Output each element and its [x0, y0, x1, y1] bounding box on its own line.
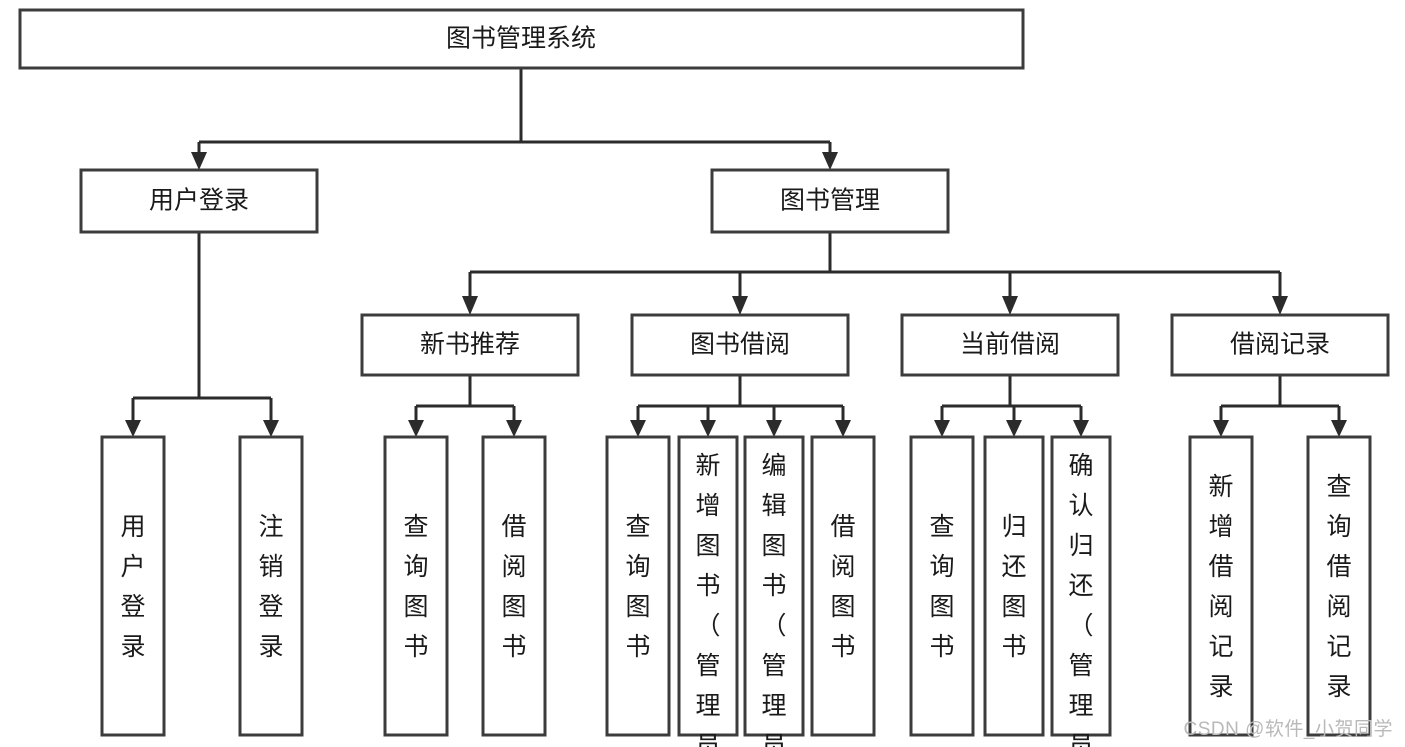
arrow-icon [732, 296, 748, 315]
leaf-node-box[interactable] [383, 435, 449, 737]
node-borrow-record-label: 借阅记录 [1230, 331, 1330, 359]
leaf-node[interactable]: 新增图书（管理员） [677, 435, 739, 747]
leaf-node[interactable]: 查询借阅记录 [1306, 435, 1372, 737]
leaf-node-box[interactable] [983, 435, 1045, 737]
node-new-book-recommend[interactable]: 新书推荐 [360, 313, 580, 377]
node-root-system[interactable]: 图书管理系统 [18, 8, 1025, 70]
node-user-login-label: 用户登录 [149, 187, 249, 215]
edge-bookmgmt-to-level3 [462, 232, 1288, 315]
node-current-borrow-box[interactable] [900, 313, 1120, 377]
node-borrow-record-box[interactable] [1170, 313, 1390, 377]
leaf-node[interactable]: 查询图书 [909, 435, 975, 737]
arrow-icon [835, 420, 851, 437]
leaf-node[interactable]: 借阅图书 [810, 435, 876, 737]
arrow-icon [934, 420, 950, 437]
leaf-node-label: 查询图书 [403, 513, 428, 661]
arrow-icon [462, 296, 478, 315]
node-book-borrow-label: 图书借阅 [690, 331, 790, 359]
node-root-label: 图书管理系统 [446, 25, 596, 53]
leaf-node-box[interactable] [1306, 435, 1372, 737]
node-user-login[interactable]: 用户登录 [79, 168, 319, 234]
leaf-node-label: 查询借阅记录 [1326, 473, 1351, 701]
node-new-book-recommend-label: 新书推荐 [420, 331, 520, 359]
connector-layer [125, 68, 1347, 437]
leaf-node-box[interactable] [909, 435, 975, 737]
leaf-node[interactable]: 用户登录 [100, 435, 166, 737]
leaf-node-box[interactable] [743, 435, 805, 737]
arrow-icon [1006, 420, 1022, 437]
leaf-node[interactable]: 归还图书 [983, 435, 1045, 737]
edge-root-to-level2 [191, 68, 838, 170]
edge-current-to-leaves [934, 375, 1089, 437]
leaf-node[interactable]: 注销登录 [238, 435, 304, 737]
arrow-icon [263, 420, 279, 437]
leaf-node-label: 借阅图书 [501, 513, 526, 661]
node-current-borrow-label: 当前借阅 [960, 331, 1060, 359]
leaf-node-box[interactable] [810, 435, 876, 737]
leaf-layer: 用户登录 注销登录 查询图书 借阅图书 查询图书 新增图书（管理员） 编辑图书（管理员） 借阅… [100, 435, 1372, 747]
arrow-icon [630, 420, 646, 437]
edge-borrow-to-leaves [630, 375, 851, 437]
arrow-icon [125, 420, 141, 437]
arrow-icon [1331, 420, 1347, 437]
leaf-node-label: 编辑图书（管理员） [761, 452, 786, 747]
leaf-node-label: 新增借阅记录 [1208, 473, 1233, 701]
leaf-node[interactable]: 借阅图书 [481, 435, 547, 737]
arrow-icon [191, 152, 207, 170]
leaf-node[interactable]: 查询图书 [605, 435, 671, 737]
node-root-box[interactable] [18, 8, 1025, 70]
leaf-node-label: 用户登录 [120, 513, 145, 661]
node-book-borrow-box[interactable] [630, 313, 850, 377]
node-borrow-record[interactable]: 借阅记录 [1170, 313, 1390, 377]
leaf-node-box[interactable] [238, 435, 304, 737]
leaf-node[interactable]: 查询图书 [383, 435, 449, 737]
arrow-icon [1213, 420, 1229, 437]
arrow-icon [766, 420, 782, 437]
edge-newbook-to-leaves [408, 375, 522, 437]
node-new-book-recommend-box[interactable] [360, 313, 580, 377]
node-book-borrow[interactable]: 图书借阅 [630, 313, 850, 377]
arrow-icon [1272, 296, 1288, 315]
edge-userlogin-to-leaves [125, 232, 279, 437]
arrow-icon [1073, 420, 1089, 437]
arrow-icon [1002, 296, 1018, 315]
edge-record-to-leaves [1213, 375, 1347, 437]
node-user-login-box[interactable] [79, 168, 319, 234]
node-current-borrow[interactable]: 当前借阅 [900, 313, 1120, 377]
leaf-node-label: 归还图书 [1001, 513, 1026, 661]
leaf-node[interactable]: 新增借阅记录 [1188, 435, 1254, 737]
leaf-node-box[interactable] [100, 435, 166, 737]
arrow-icon [408, 420, 424, 437]
leaf-node-label: 新增图书（管理员） [695, 452, 720, 747]
arrow-icon [506, 420, 522, 437]
leaf-node-box[interactable] [1188, 435, 1254, 737]
node-book-management-box[interactable] [710, 168, 950, 234]
leaf-node-box[interactable] [1050, 435, 1112, 737]
leaf-node-label: 注销登录 [258, 513, 283, 661]
leaf-node-label: 查询图书 [625, 513, 650, 661]
node-book-management-label: 图书管理 [780, 187, 880, 215]
arrow-icon [822, 152, 838, 170]
leaf-node-box[interactable] [605, 435, 671, 737]
leaf-node-box[interactable] [481, 435, 547, 737]
leaf-node-box[interactable] [677, 435, 739, 737]
leaf-node[interactable]: 确认归还（管理员） [1050, 435, 1112, 747]
leaf-node[interactable]: 编辑图书（管理员） [743, 435, 805, 747]
leaf-node-label: 查询图书 [929, 513, 954, 661]
leaf-node-label: 确认归还（管理员） [1068, 452, 1093, 747]
arrow-icon [700, 420, 716, 437]
node-book-management[interactable]: 图书管理 [710, 168, 950, 234]
watermark-text: CSDN @软件_小贺同学 [1183, 719, 1393, 740]
leaf-node-label: 借阅图书 [830, 513, 855, 661]
